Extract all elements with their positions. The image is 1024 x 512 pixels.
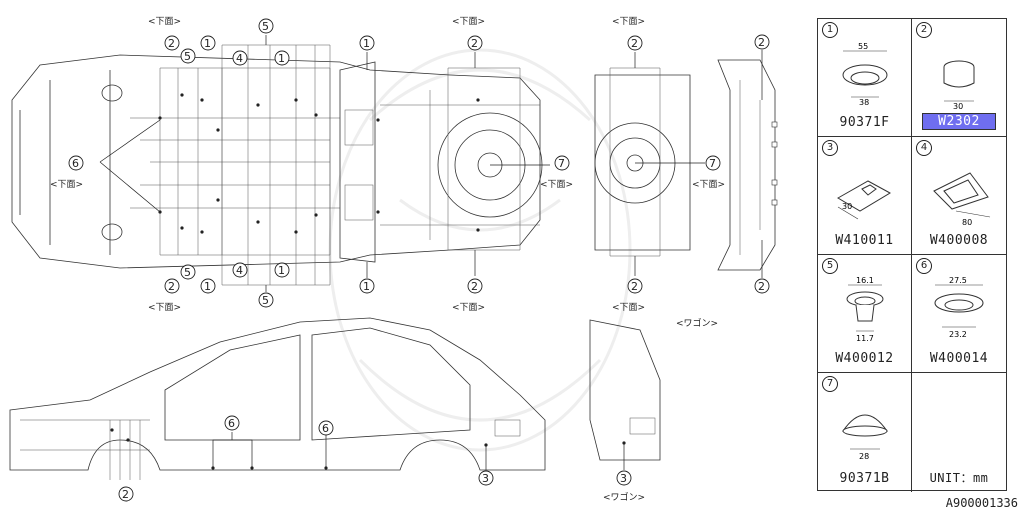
underside-label: <下面>	[692, 179, 725, 190]
svg-text:1: 1	[278, 52, 285, 65]
svg-text:5: 5	[262, 20, 269, 33]
dim-label: 80	[962, 218, 972, 227]
svg-text:1: 1	[363, 280, 370, 293]
underside-label: <下面>	[452, 16, 485, 27]
part-code: 90371F	[839, 115, 890, 130]
svg-text:1: 1	[363, 37, 370, 50]
part-code: W400014	[929, 351, 989, 366]
callouts-side-body: 6 6 3 3 2	[118, 415, 632, 502]
part-cell[interactable]: 7 28 90371B	[818, 373, 912, 492]
wagon-label: <ワゴン>	[676, 317, 718, 329]
part-code-selected[interactable]: W2302	[922, 113, 996, 130]
svg-text:4: 4	[236, 52, 243, 65]
part-index: 7	[822, 376, 838, 392]
part-code: W410011	[835, 233, 894, 248]
svg-text:3: 3	[620, 472, 627, 485]
part-index: 4	[916, 140, 932, 156]
svg-text:2: 2	[471, 280, 478, 293]
part-cell[interactable]: 4 80 W400008	[912, 137, 1006, 255]
dim-label: 55	[858, 42, 868, 51]
parts-legend-table: 1 55 38 90371F 2 30 W2302 3 30 W410011	[817, 18, 1007, 492]
dim-label: 30	[953, 102, 963, 111]
underside-label: <下面>	[50, 179, 83, 190]
svg-text:1: 1	[278, 264, 285, 277]
svg-text:2: 2	[168, 37, 175, 50]
wagon-rear-floor-drawing	[594, 52, 705, 276]
rear-panel-drawing	[717, 50, 778, 278]
unit-cell: UNIT：mm	[912, 373, 1006, 492]
svg-text:2: 2	[122, 488, 129, 501]
part-code: W400008	[929, 233, 989, 248]
grommet-icon: 16.1 11.7	[846, 276, 884, 343]
svg-text:1: 1	[204, 37, 211, 50]
underbody-drawing	[11, 35, 550, 292]
grommet-icon: 55 38	[842, 42, 888, 107]
part-cell[interactable]: 3 30 W410011	[818, 137, 912, 255]
svg-text:5: 5	[184, 266, 191, 279]
part-index: 5	[822, 258, 838, 274]
plug-cap-icon: 28	[842, 414, 888, 461]
svg-text:7: 7	[558, 157, 565, 170]
callouts-wagon-floor: 2 7 2	[627, 35, 721, 294]
callouts-underbody: 2 1 5 5 4 1 1 2 6 7 2 5 1 4 1 5 1 2	[68, 18, 570, 308]
svg-text:5: 5	[184, 50, 191, 63]
part-index: 6	[916, 258, 932, 274]
underside-label: <下面>	[540, 179, 573, 190]
part-cell[interactable]: 6 27.5 23.2 W400014	[912, 255, 1006, 373]
svg-text:2: 2	[631, 37, 638, 50]
callouts-rear-panel: 2 2	[754, 34, 770, 294]
part-code: 90371B	[839, 471, 890, 486]
part-index: 2	[916, 22, 932, 38]
part-cell[interactable]: 5 16.1 11.7 W400012	[818, 255, 912, 373]
svg-text:7: 7	[709, 157, 716, 170]
dim-label: 38	[859, 98, 869, 107]
dim-label: 30	[842, 202, 852, 211]
triangle-plug-icon: 80	[933, 172, 991, 227]
svg-text:2: 2	[758, 36, 765, 49]
part-index: 3	[822, 140, 838, 156]
side-body-drawing	[9, 317, 661, 480]
svg-text:1: 1	[204, 280, 211, 293]
svg-text:6: 6	[228, 417, 235, 430]
part-cell[interactable]: 2 30 W2302	[912, 19, 1006, 137]
svg-text:6: 6	[72, 157, 79, 170]
figure-id: A900001336	[945, 496, 1018, 510]
plug-icon: 30	[943, 60, 975, 111]
svg-text:5: 5	[262, 294, 269, 307]
underside-label: <下面>	[148, 302, 181, 313]
clip-icon: 30	[837, 180, 892, 220]
dim-label: 27.5	[949, 276, 967, 285]
svg-text:2: 2	[168, 280, 175, 293]
svg-text:6: 6	[322, 422, 329, 435]
dim-label: 11.7	[856, 334, 874, 343]
svg-text:2: 2	[631, 280, 638, 293]
underside-label: <下面>	[452, 302, 485, 313]
grommet-icon: 27.5 23.2	[934, 276, 984, 339]
part-index: 1	[822, 22, 838, 38]
svg-text:3: 3	[482, 472, 489, 485]
dim-label: 16.1	[856, 276, 874, 285]
underside-label: <下面>	[148, 16, 181, 27]
wagon-label: <ワゴン>	[603, 491, 645, 503]
part-cell[interactable]: 1 55 38 90371F	[818, 19, 912, 137]
dim-label: 23.2	[949, 330, 967, 339]
underside-label: <下面>	[612, 302, 645, 313]
svg-text:2: 2	[758, 280, 765, 293]
dim-label: 28	[859, 452, 869, 461]
unit-label: UNIT：mm	[929, 471, 989, 485]
svg-text:2: 2	[471, 37, 478, 50]
underside-label: <下面>	[612, 16, 645, 27]
svg-text:4: 4	[236, 264, 243, 277]
part-code: W400012	[835, 351, 894, 366]
